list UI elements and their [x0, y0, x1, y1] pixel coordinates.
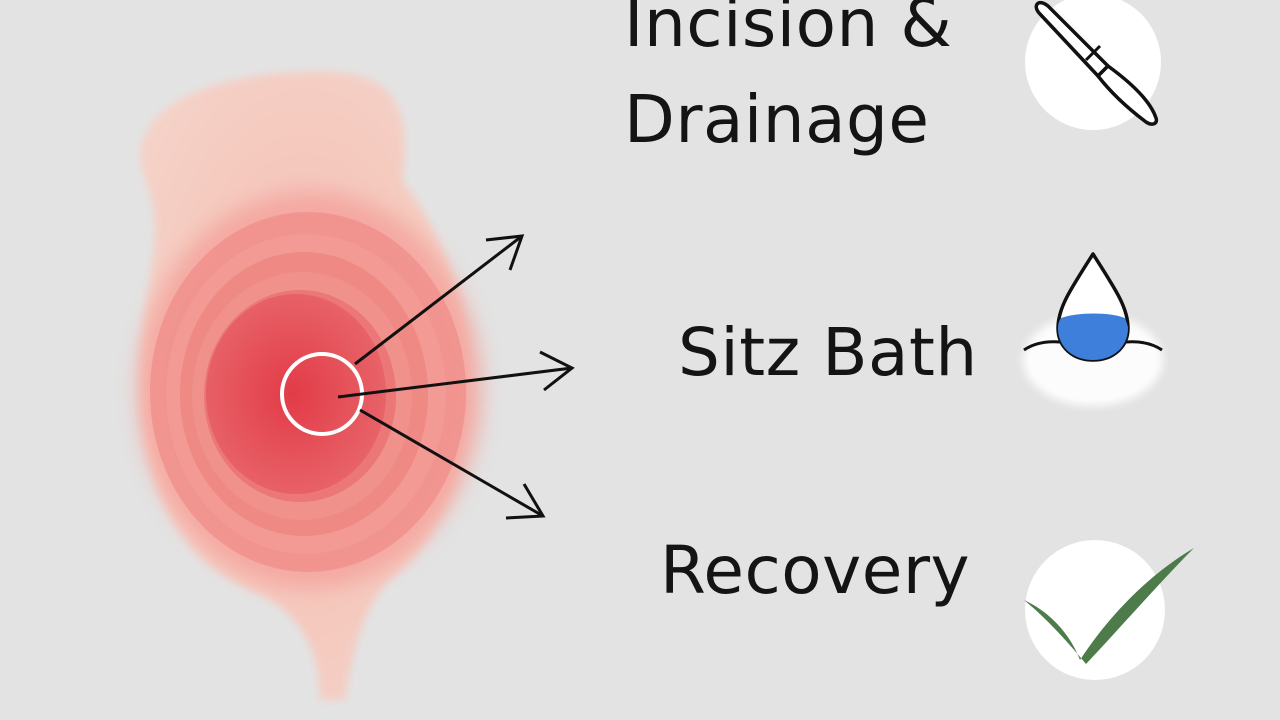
inflamed-area	[138, 192, 482, 588]
checkmark-icon	[1024, 540, 1194, 680]
water-drop-icon	[1023, 252, 1163, 406]
arrow-to-incision	[354, 234, 523, 366]
label-recovery: Recovery	[660, 532, 971, 609]
abscess-core	[206, 294, 386, 494]
arrow-to-sitz-bath	[337, 366, 573, 399]
arrowhead-sitz-bath	[539, 350, 575, 392]
scalpel-icon	[1025, 0, 1161, 130]
label-sitz-bath: Sitz Bath	[678, 314, 978, 391]
arrowhead-incision	[485, 234, 525, 271]
label-incision-line2: Drainage	[624, 81, 930, 158]
arrowhead-recovery	[505, 483, 546, 520]
arrow-to-recovery	[359, 408, 544, 518]
arrows	[337, 234, 575, 520]
label-incision-line1: Incision &	[624, 0, 953, 62]
label-incision-drainage: Incision & Drainage	[624, 0, 952, 168]
